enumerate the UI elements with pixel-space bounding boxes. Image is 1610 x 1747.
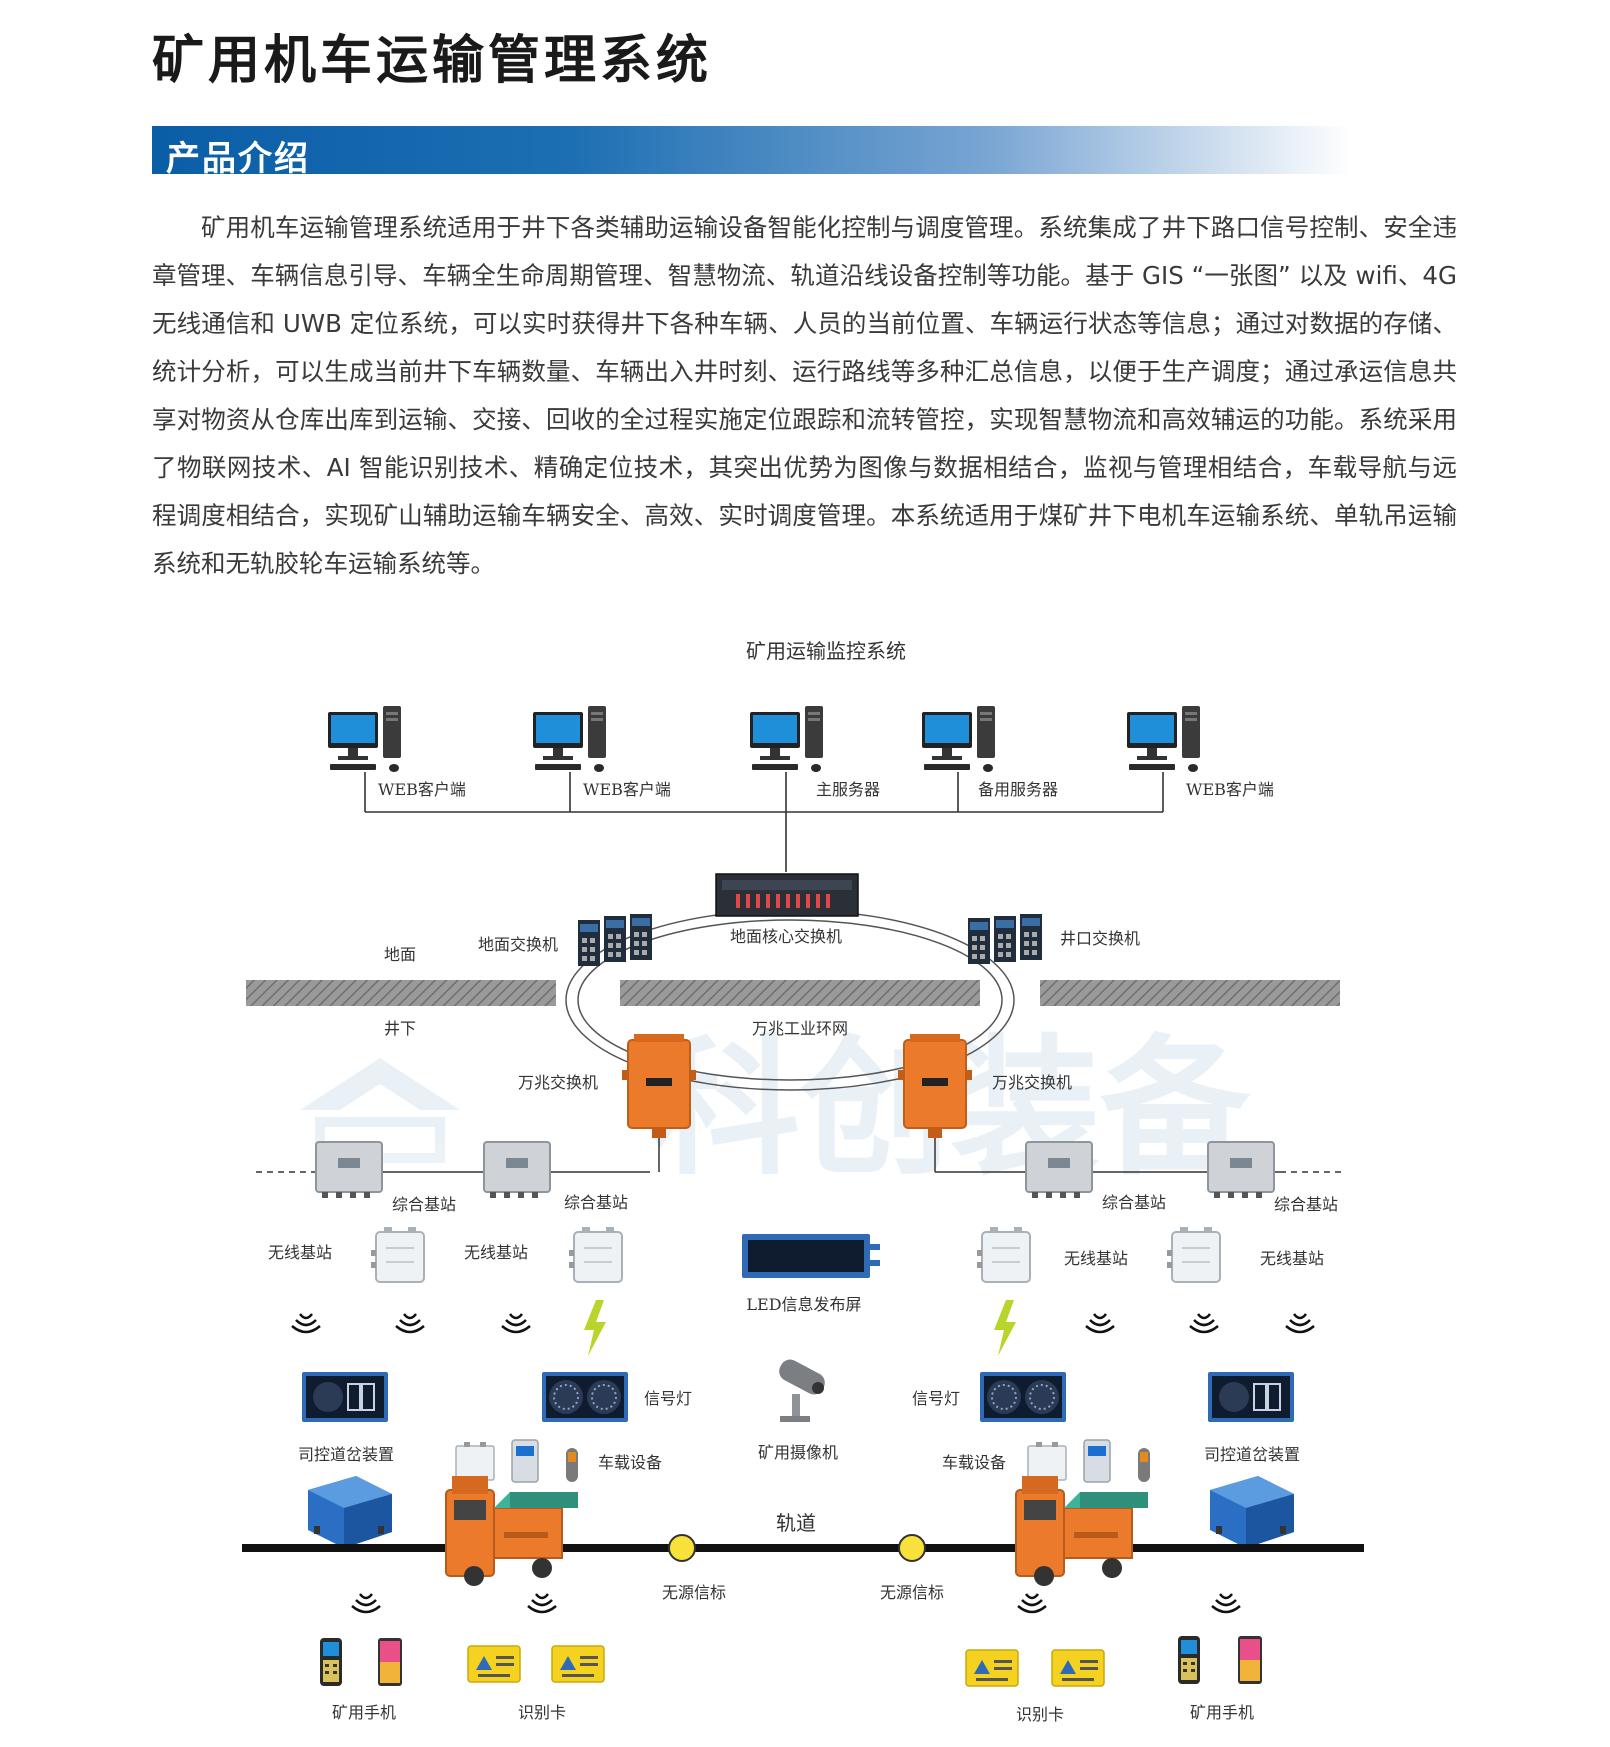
lightning-bolt-icon xyxy=(584,1300,606,1356)
id-card-label: 识别卡 xyxy=(518,1703,566,1722)
vehicle-device-label: 车载设备 xyxy=(598,1453,662,1472)
integrated-base-station-icon xyxy=(1207,1141,1275,1199)
wireless-signal-icon xyxy=(1188,1312,1220,1334)
wireless-base-station-icon xyxy=(370,1226,425,1283)
mining-phone-icon xyxy=(320,1638,342,1686)
base-station-label: 综合基站 xyxy=(564,1193,628,1212)
beacon-icon xyxy=(668,1534,696,1562)
computer-label: WEB客户端 xyxy=(1186,780,1274,799)
computer-label: WEB客户端 xyxy=(378,780,466,799)
base-station-label: 综合基站 xyxy=(392,1195,456,1214)
phone-label: 矿用手机 xyxy=(1190,1703,1254,1722)
switch-controller-box-icon xyxy=(308,1476,392,1548)
smartphone-icon xyxy=(378,1638,402,1686)
led-screen-icon xyxy=(742,1234,880,1278)
underground-label: 井下 xyxy=(384,1019,416,1038)
beacon-label: 无源信标 xyxy=(880,1583,944,1602)
beacon-icon xyxy=(898,1534,926,1562)
id-card-icon xyxy=(1051,1649,1105,1687)
wireless-station-label: 无线基站 xyxy=(464,1243,528,1262)
vehicle-device-icon xyxy=(455,1439,579,1483)
web-client-computer-icon xyxy=(328,706,401,772)
wireless-base-station-icon xyxy=(976,1226,1031,1283)
wireless-signal-icon xyxy=(350,1592,382,1614)
intro-paragraph: 矿用机车运输管理系统适用于井下各类辅助运输设备智能化控制与调度管理。系统集成了井… xyxy=(152,213,1457,578)
vehicle-device-icon xyxy=(1027,1439,1151,1483)
gigabit-switch-icon xyxy=(897,1033,973,1139)
integrated-base-station-icon xyxy=(1025,1141,1093,1199)
vehicle-device-label: 车载设备 xyxy=(942,1453,1006,1472)
switch-device-label: 司控道岔装置 xyxy=(1204,1445,1300,1464)
gigabit-switch-label: 万兆交换机 xyxy=(992,1073,1072,1092)
wireless-station-label: 无线基站 xyxy=(1064,1249,1128,1268)
id-card-icon xyxy=(965,1649,1019,1687)
ring-network-label: 万兆工业环网 xyxy=(752,1019,848,1038)
core-switch-label: 地面核心交换机 xyxy=(730,927,842,946)
wireless-base-station-icon xyxy=(1166,1226,1221,1283)
signal-light-label: 信号灯 xyxy=(912,1389,960,1408)
track-label: 轨道 xyxy=(776,1511,816,1535)
switch-device-label: 司控道岔装置 xyxy=(298,1445,394,1464)
wireless-signal-icon xyxy=(290,1312,322,1334)
phone-label: 矿用手机 xyxy=(332,1703,396,1722)
computer-label: 备用服务器 xyxy=(978,780,1058,799)
signal-light-icon xyxy=(979,1371,1067,1423)
base-station-label: 综合基站 xyxy=(1102,1193,1166,1212)
wireless-signal-icon xyxy=(1016,1592,1048,1614)
computer-label: WEB客户端 xyxy=(583,780,671,799)
page-title: 矿用机车运输管理系统 xyxy=(152,31,713,91)
core-switch-icon xyxy=(715,873,859,917)
wireless-signal-icon xyxy=(1210,1592,1242,1614)
wireless-signal-icon xyxy=(394,1312,426,1334)
ground-divider xyxy=(246,980,1340,1006)
gigabit-switch-label: 万兆交换机 xyxy=(518,1073,598,1092)
led-screen-label: LED信息发布屏 xyxy=(746,1295,861,1314)
id-card-label: 识别卡 xyxy=(1016,1705,1064,1724)
web-client-computer-icon xyxy=(533,706,606,772)
switch-control-device-icon xyxy=(301,1371,389,1423)
computer-label: 主服务器 xyxy=(816,780,880,799)
top-network-lines xyxy=(364,772,1164,872)
signal-light-label: 信号灯 xyxy=(644,1389,692,1408)
web-client-computer-icon xyxy=(1127,706,1200,772)
wireless-signal-icon xyxy=(500,1312,532,1334)
ground-switch-label: 地面交换机 xyxy=(478,935,558,954)
wireless-station-label: 无线基站 xyxy=(1260,1249,1324,1268)
lightning-bolt-icon xyxy=(994,1300,1016,1356)
section-header-band: 产品介绍 xyxy=(152,126,1352,179)
wireless-station-label: 无线基站 xyxy=(268,1243,332,1262)
camera-label: 矿用摄像机 xyxy=(758,1443,838,1462)
id-card-icon xyxy=(467,1645,521,1683)
wireless-signal-icon xyxy=(526,1592,558,1614)
camera-icon xyxy=(779,1359,825,1422)
signal-light-icon xyxy=(541,1371,629,1423)
backup-server-computer-icon xyxy=(922,706,995,772)
section-heading: 产品介绍 xyxy=(166,139,310,179)
id-card-icon xyxy=(551,1645,605,1683)
gigabit-switch-icon xyxy=(621,1033,697,1139)
ground-label: 地面 xyxy=(384,945,416,964)
base-station-label: 综合基站 xyxy=(1274,1195,1338,1214)
main-server-computer-icon xyxy=(750,706,823,772)
integrated-base-station-icon xyxy=(315,1141,383,1199)
locomotive-icon xyxy=(445,1475,579,1587)
switch-controller-box-icon xyxy=(1210,1476,1294,1548)
shaft-switch-label: 井口交换机 xyxy=(1060,929,1140,948)
diagram-title: 矿用运输监控系统 xyxy=(746,639,906,663)
ground-switch-icon xyxy=(578,914,652,966)
shaft-switch-icon xyxy=(968,914,1042,964)
wireless-base-station-icon xyxy=(568,1226,623,1283)
watermark: 科创装备 xyxy=(300,1022,1252,1196)
wireless-signal-icon xyxy=(1284,1312,1316,1334)
beacon-label: 无源信标 xyxy=(662,1583,726,1602)
wireless-signal-icon xyxy=(1084,1312,1116,1334)
locomotive-icon xyxy=(1015,1475,1149,1587)
mining-phone-icon xyxy=(1178,1636,1200,1684)
switch-control-device-icon xyxy=(1207,1371,1295,1423)
integrated-base-station-icon xyxy=(483,1141,551,1199)
smartphone-icon xyxy=(1238,1636,1262,1684)
